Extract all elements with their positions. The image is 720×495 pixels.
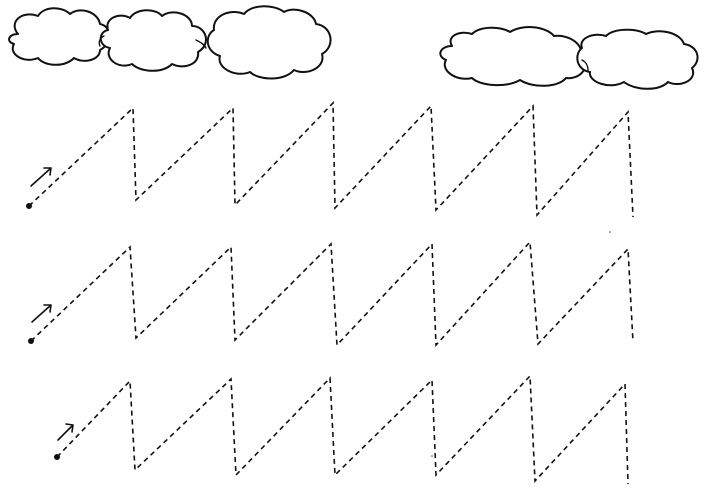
direction-arrow-icon: [30, 167, 52, 187]
trace-path: [28, 101, 634, 218]
cloud-icon: [576, 28, 699, 90]
speck: [609, 231, 611, 233]
cloud-icon: [99, 9, 207, 72]
trace-row-2: [28, 240, 634, 347]
direction-arrow-icon: [31, 304, 52, 323]
cloud-icon: [439, 26, 586, 87]
direction-arrow-icon: [57, 423, 74, 441]
speck: [431, 455, 433, 457]
cloud-group-right: [439, 26, 699, 90]
trace-row-3: [54, 374, 629, 485]
cloud-icon: [8, 7, 110, 66]
cloud-icon: [206, 5, 332, 80]
trace-row-1: [26, 101, 634, 218]
trace-path: [56, 374, 629, 485]
trace-path: [30, 240, 634, 347]
cloud-group-left: [8, 5, 332, 80]
